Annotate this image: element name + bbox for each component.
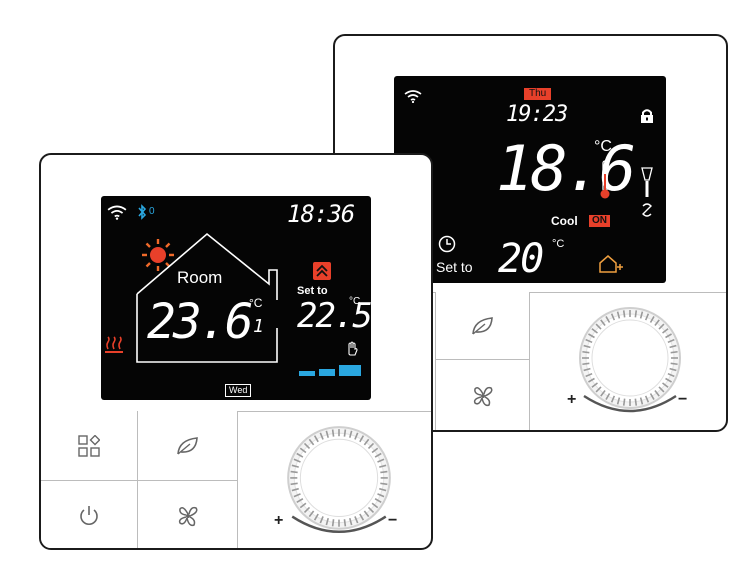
- current-temperature: 18.6: [496, 132, 636, 205]
- knob-minus: −: [388, 512, 398, 529]
- fan-level-icon: [640, 166, 654, 230]
- eco-button[interactable]: [435, 292, 530, 360]
- fan-icon: [175, 503, 201, 529]
- room-temperature: 23.6: [147, 294, 254, 350]
- set-to-label: Set to: [297, 285, 328, 297]
- room-label: Room: [177, 268, 223, 287]
- fan-button[interactable]: [435, 360, 530, 430]
- temperature-unit: °C: [594, 138, 612, 155]
- knob-minus: −: [678, 391, 688, 408]
- leaf-icon: [470, 315, 496, 337]
- front-rotary-knob[interactable]: [278, 423, 400, 543]
- front-thermostat: 0 18:36: [39, 153, 433, 550]
- day-badge: Wed: [225, 384, 252, 397]
- eco-button[interactable]: [138, 411, 238, 481]
- back-button-panel: [335, 292, 726, 430]
- knob-plus: +: [567, 391, 577, 408]
- knob-icon: [287, 426, 391, 533]
- bluetooth-icon: [137, 204, 147, 224]
- power-button[interactable]: [41, 481, 138, 548]
- leaf-icon: [174, 435, 202, 457]
- house-outline: [129, 232, 281, 368]
- house-arrow-icon: [598, 254, 624, 278]
- set-temp-unit: °C: [349, 296, 361, 307]
- set-temperature-unit: °C: [552, 238, 565, 250]
- thermometer-icon: [599, 160, 611, 204]
- wifi-icon: [404, 88, 422, 107]
- bluetooth-label: 0: [149, 206, 155, 217]
- fan-icon: [470, 383, 496, 409]
- mode-label: Cool: [551, 214, 578, 228]
- knob-plus: +: [274, 512, 284, 529]
- set-temperature: 22.5: [297, 296, 371, 336]
- grid-menu-icon: [78, 434, 100, 457]
- room-temp-suffix: 1: [253, 316, 264, 337]
- front-display: 0 18:36: [101, 196, 371, 400]
- floor-heat-icon: [105, 336, 123, 358]
- lock-icon: [640, 108, 654, 128]
- up-arrow-icon: [313, 262, 331, 284]
- set-temperature: 20: [498, 236, 544, 282]
- time-display: 19:23: [506, 102, 568, 127]
- room-temp-unit: °C: [249, 296, 263, 310]
- time-display: 18:36: [287, 200, 355, 228]
- fan-button[interactable]: [138, 481, 238, 548]
- status-badge: ON: [589, 215, 610, 227]
- menu-button[interactable]: [41, 411, 138, 481]
- set-to-label: Set to: [436, 259, 473, 275]
- clock-icon: [438, 235, 456, 257]
- back-display: Thu 19:23 18.6 °C: [394, 76, 666, 283]
- power-icon: [77, 504, 101, 528]
- day-badge: Thu: [524, 88, 552, 100]
- wifi-icon: [107, 204, 127, 224]
- knob-icon: [579, 307, 681, 413]
- back-rotary-knob[interactable]: [570, 304, 690, 422]
- hand-icon: [345, 340, 359, 360]
- fan-speed-bars: [299, 362, 363, 381]
